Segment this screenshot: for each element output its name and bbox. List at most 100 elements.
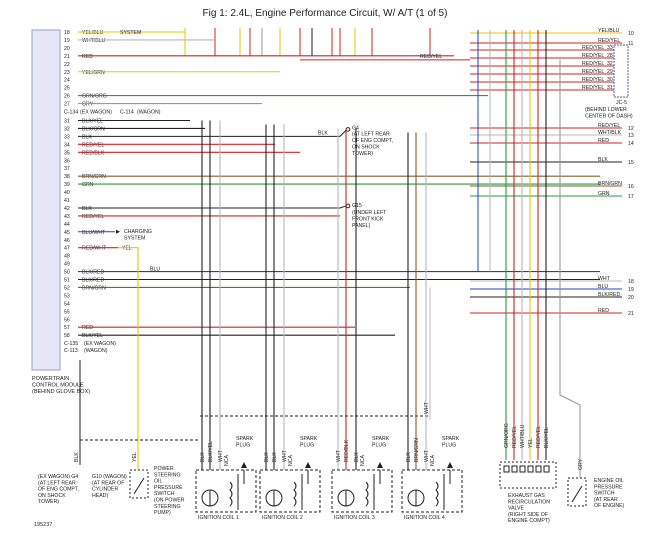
- pin-number: 36: [64, 158, 70, 164]
- jc5-connector: [613, 44, 629, 98]
- pin-number: 37: [64, 166, 70, 172]
- pin-wire-label: GRN: [82, 182, 94, 188]
- ground-g4-symbol: [345, 127, 351, 132]
- right-wire-label: WHT: [598, 276, 611, 282]
- right-wire-number: 18: [628, 279, 634, 285]
- pin-number: 34: [64, 142, 70, 148]
- pin-number: 42: [64, 206, 70, 212]
- egr-terminal-icon: [543, 465, 550, 473]
- pin-number: 39: [64, 182, 70, 188]
- pin-number: 20: [64, 46, 70, 52]
- coil-wire-label: BLK: [354, 452, 360, 462]
- pin-number: 50: [64, 270, 70, 276]
- pin-wire-label: BLK/YEL: [82, 119, 103, 125]
- ignition-coil-box: [195, 469, 257, 513]
- pin-number: 33: [64, 134, 70, 140]
- oil-switch-label: SWITCH: [594, 491, 615, 497]
- pin-number: 32: [64, 126, 70, 132]
- charging-label: SYSTEM: [124, 235, 145, 241]
- right-wire-number: 21: [628, 311, 634, 317]
- oil-switch-label: (AT REAR: [594, 497, 618, 503]
- jc5-wire-label: RED/YEL: [582, 69, 604, 75]
- pin-wire-label: YEL/GRN: [82, 70, 105, 76]
- ignition-coil-name: IGNITION COIL 3: [334, 515, 375, 521]
- egr-terminal-icon: [503, 465, 510, 473]
- right-wire-number: 12: [628, 126, 634, 132]
- coil-wire-label: BLK: [264, 452, 270, 462]
- ground-name: G4: [352, 125, 359, 131]
- arrow-icon: [305, 462, 311, 468]
- ground-name: G15: [352, 203, 362, 209]
- pin-number: 44: [64, 222, 70, 228]
- pcm-label: (BEHIND GLOVE BOX): [32, 389, 90, 395]
- pin-wire-label: BLK/RED: [82, 270, 104, 276]
- jc5-location: CENTER OF DASH): [585, 114, 633, 120]
- egr-wire-label: BLK/YEL: [544, 427, 550, 448]
- ground-wire: [78, 205, 347, 209]
- ground-wire: [78, 130, 347, 137]
- pin-number: 27: [64, 102, 70, 108]
- coil-wire-label: WHT: [218, 449, 224, 462]
- pin-number: 24: [64, 78, 70, 84]
- g4-wagon-label: (AT LEFT REAR: [38, 480, 76, 486]
- ignition-coil-name: IGNITION COIL 4: [404, 515, 445, 521]
- ground-location: PANEL): [352, 223, 371, 229]
- pin-wire-label: BLU/WHT: [82, 230, 106, 236]
- right-wire-number: 20: [628, 295, 634, 301]
- oil-switch-label: PRESSURE: [594, 484, 623, 490]
- nca-label: NCA: [430, 455, 436, 466]
- jc5-pin-number: 29: [607, 69, 613, 75]
- switch-icon: [571, 485, 583, 503]
- ps-switch-label: PRESSURE: [154, 485, 183, 491]
- jc5-name: JC-5: [616, 100, 627, 106]
- pin-number: 25: [64, 86, 70, 92]
- pin-number: 47: [64, 246, 70, 252]
- pin-number: 56: [64, 317, 70, 323]
- pin-wire-label: RED: [82, 325, 93, 331]
- right-wire-label: YEL/BLU: [598, 28, 620, 34]
- spark-plug-label: SPARK: [442, 436, 460, 442]
- pin-wire-label: BLK: [82, 206, 92, 212]
- connector-note: (EX WAGON): [80, 110, 112, 116]
- arrow-icon: [447, 462, 453, 468]
- coil-winding-icon: [435, 481, 439, 507]
- egr-label: EXHAUST GAS: [508, 493, 545, 499]
- pin-wire-label: BLK/GRN: [82, 126, 105, 132]
- charging-label: CHARGING: [124, 229, 152, 235]
- coil-wire-label: WHT: [336, 449, 342, 462]
- connector-label: C-134: [64, 110, 78, 116]
- pin-number: 26: [64, 94, 70, 100]
- pin-number: 40: [64, 190, 70, 196]
- arrow-icon: [377, 462, 383, 468]
- spark-plug-label: SPARK: [236, 436, 254, 442]
- jc5-pin-number: 32: [607, 61, 613, 67]
- right-wire-label: RED/YEL: [598, 123, 620, 129]
- figure-id: 195237: [34, 522, 52, 528]
- oil-switch-label: OF ENGINE): [594, 503, 625, 509]
- spark-plug-label: SPARK: [300, 436, 318, 442]
- coil-winding-icon: [229, 481, 233, 507]
- pin-number: 45: [64, 230, 70, 236]
- oil-switch-wire: [559, 60, 581, 478]
- pcm-label: CONTROL MODULE: [32, 383, 84, 389]
- ps-switch-label: PUMP): [154, 510, 171, 516]
- pin-number: 41: [64, 198, 70, 204]
- pin-wire-label: GRY: [82, 102, 94, 108]
- wire-label: BLU: [150, 267, 160, 273]
- pin-number: 22: [64, 62, 70, 68]
- pin-number: 52: [64, 285, 70, 291]
- pin-wire-label: BLK/YEL: [82, 333, 103, 339]
- g4-wagon-label: TOWER): [38, 499, 59, 505]
- arrow-icon: [116, 229, 120, 234]
- egr-wire-label: YEL: [528, 438, 534, 448]
- ps-switch-box: [129, 469, 149, 499]
- egr-terminal-icon: [535, 465, 542, 473]
- egr-label: VALVE: [508, 506, 524, 512]
- pin-number: 18: [64, 30, 70, 36]
- g10-label: CYLINDER: [92, 487, 118, 493]
- arrow-icon: [241, 462, 247, 468]
- right-wire-number: 13: [628, 133, 634, 139]
- coil-wire-label: WHT: [282, 449, 288, 462]
- spark-plug-label: PLUG: [442, 443, 456, 449]
